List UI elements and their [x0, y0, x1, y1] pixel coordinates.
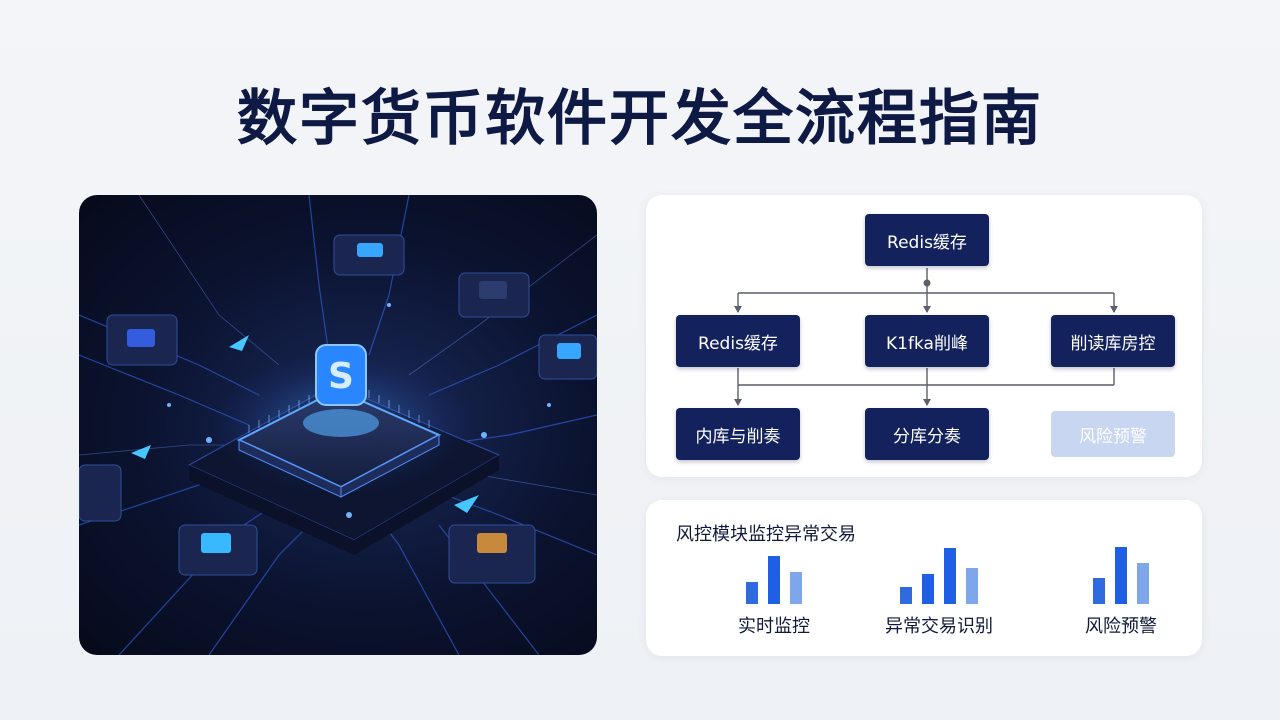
- node-inner-library: 内库与削奏: [676, 408, 800, 460]
- bar: [944, 548, 956, 604]
- group-label: 实时监控: [738, 616, 810, 637]
- page-title: 数字货币软件开发全流程指南: [237, 84, 1043, 154]
- node-redis-cache-top: Redis缓存: [865, 214, 989, 266]
- bar: [1093, 578, 1105, 604]
- group-risk-alert: 风险预警: [1056, 540, 1186, 640]
- bar-chart: [1056, 540, 1186, 604]
- bar: [790, 572, 802, 604]
- group-realtime-monitor: 实时监控: [709, 540, 839, 640]
- node-risk-alert: 风险预警: [1051, 411, 1175, 457]
- node-kafka: K1fka削峰: [865, 315, 989, 367]
- bar: [746, 582, 758, 604]
- circuit-chip-illustration: S: [79, 195, 597, 655]
- node-redis-cache: Redis缓存: [676, 315, 800, 367]
- bar-chart: [709, 540, 839, 604]
- node-sharding: 分库分奏: [865, 408, 989, 460]
- svg-text:S: S: [328, 356, 354, 397]
- architecture-panel: Redis缓存 Redis缓存 K1fka削峰 削读库房控 内库与削奏 分库分奏…: [646, 195, 1202, 477]
- monitor-panel: 风控模块监控异常交易 实时监控 异常交易识别 风险预警: [646, 500, 1202, 656]
- group-anomaly-detection: 异常交易识别: [874, 540, 1004, 640]
- bar: [922, 574, 934, 604]
- connector-lines: [734, 268, 1118, 406]
- bar: [1115, 547, 1127, 604]
- group-label: 异常交易识别: [885, 616, 993, 637]
- bar: [966, 568, 978, 604]
- bar: [1137, 563, 1149, 604]
- node-risk-control: 削读库房控: [1051, 315, 1175, 367]
- bar: [768, 556, 780, 604]
- bar: [900, 587, 912, 604]
- group-label: 风险预警: [1085, 616, 1157, 637]
- bar-chart: [874, 540, 1004, 604]
- monitor-title: 风控模块监控异常交易: [676, 524, 856, 545]
- circuit-chip-icon: S: [79, 195, 597, 655]
